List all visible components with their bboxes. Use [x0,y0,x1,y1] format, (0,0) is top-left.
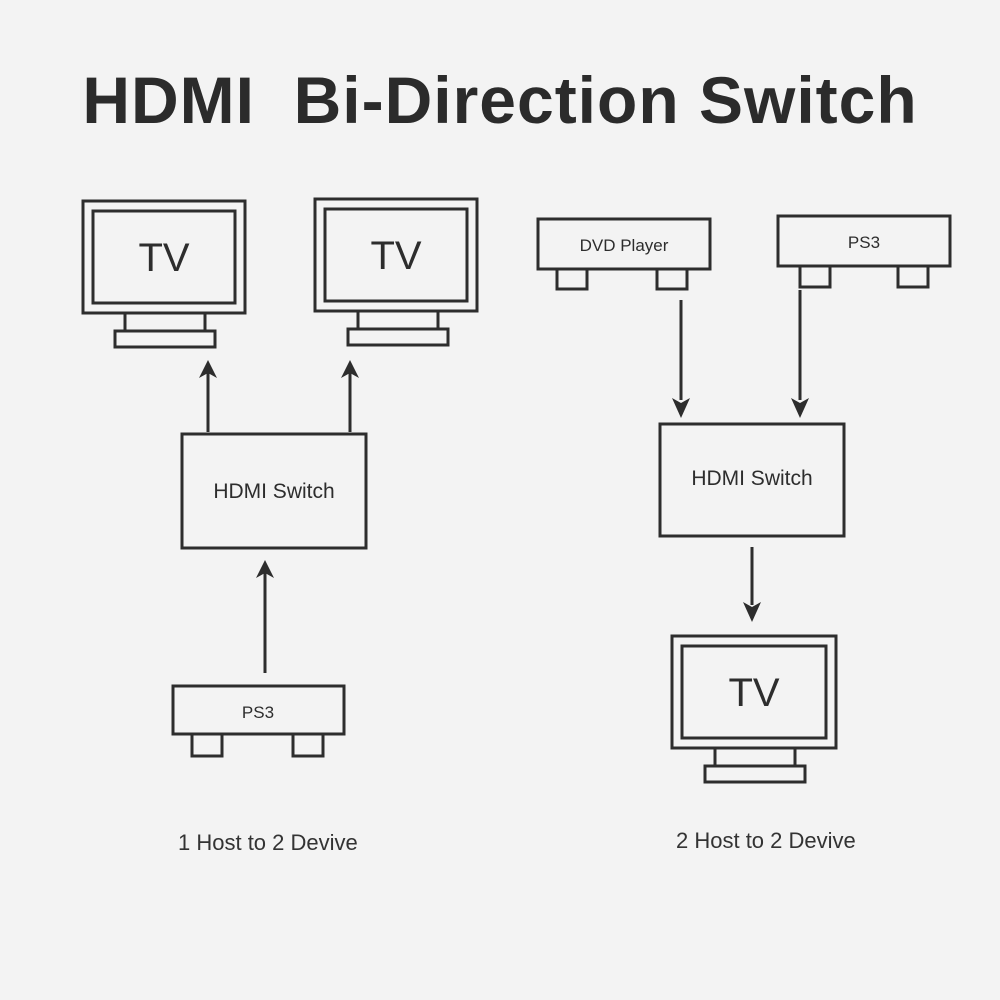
switch-label: HDMI Switch [691,467,812,490]
tv-label: TV [370,234,421,278]
tv-label: TV [138,236,189,280]
source-label: PS3 [242,703,274,722]
arrow-head-down [791,398,809,418]
arrow-head-down [743,602,761,622]
source-label: PS3 [848,233,880,252]
arrow-head-up [256,560,274,578]
dvd-player [536,217,712,291]
caption-left: 1 Host to 2 Devive [178,830,358,855]
ps3-right [776,214,952,289]
hdmi-switch-box-left [180,432,368,550]
tv-right [670,634,838,784]
hdmi-switch-box-right [658,422,846,538]
arrow-head-up [341,360,359,378]
tv-left-2 [313,197,479,347]
switch-label: HDMI Switch [213,480,334,503]
arrow-head-up [199,360,217,378]
caption-right: 2 Host to 2 Devive [676,828,856,853]
page-title: HDMI Bi-Direction Switch [82,63,918,137]
tv-left-1 [81,199,247,349]
arrow-head-down [672,398,690,418]
source-label: DVD Player [580,236,669,255]
tv-label: TV [728,671,779,715]
ps3-left [171,684,346,758]
